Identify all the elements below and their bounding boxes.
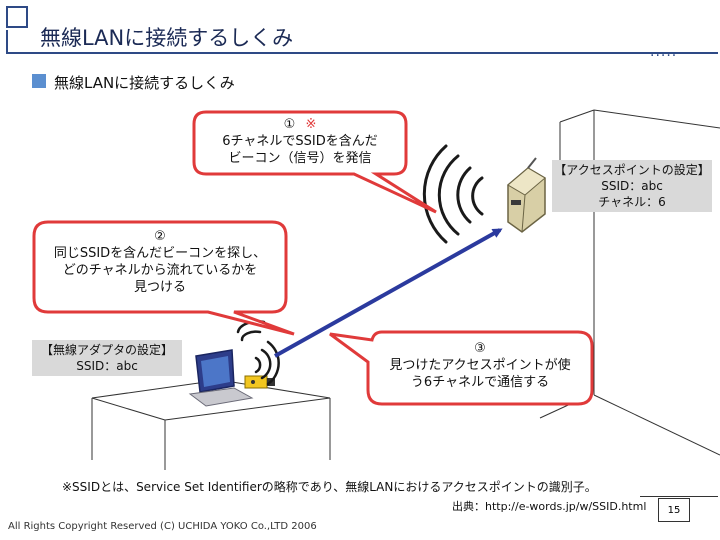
access-point-icon bbox=[507, 157, 546, 233]
ap-settings-title: 【アクセスポイントの設定】 bbox=[554, 163, 710, 177]
connection-arrow bbox=[274, 228, 503, 358]
step-1-line-1: 6チャネルでSSIDを含んだ bbox=[222, 134, 378, 149]
ap-settings-channel: チャネル：6 bbox=[598, 195, 666, 209]
corner-line-decoration bbox=[6, 30, 8, 54]
desk bbox=[91, 379, 331, 470]
laptop-icon bbox=[188, 349, 254, 407]
callout-1-text: ① ※ 6チャネルでSSIDを含んだ ビーコン（信号）を発信 bbox=[200, 116, 400, 167]
step-1-line-2: ビーコン（信号）を発信 bbox=[228, 151, 372, 166]
callout-3-text: ③ 見つけたアクセスポイントが使 う6チャネルで通信する bbox=[370, 340, 590, 391]
callout-3-bubble bbox=[329, 330, 594, 406]
footer-line bbox=[640, 496, 718, 497]
title-underline bbox=[6, 52, 718, 54]
page-number: 15 bbox=[658, 498, 690, 522]
step-2-number: ② bbox=[154, 229, 166, 244]
source-citation: 出典：http://e-words.jp/w/SSID.html bbox=[452, 500, 647, 513]
step-3-line-2: う6チャネルで通信する bbox=[410, 375, 550, 390]
ap-settings-ssid: SSID：abc bbox=[601, 179, 663, 193]
section-heading: 無線LANに接続するしくみ bbox=[54, 74, 235, 92]
step-2-line-3: 見つける bbox=[133, 280, 186, 295]
adapter-signal-waves bbox=[236, 320, 280, 386]
step-2-line-1: 同じSSIDを含んだビーコンを探し、 bbox=[53, 246, 267, 261]
access-point-signal-waves bbox=[422, 144, 484, 244]
access-point-settings-label: 【アクセスポイントの設定】 SSID：abc チャネル：6 bbox=[552, 160, 712, 212]
adapter-settings-label: 【無線アダプタの設定】 SSID：abc bbox=[32, 340, 182, 376]
callout-2-text: ② 同じSSIDを含んだビーコンを探し、 どのチャネルから流れているかを 見つけ… bbox=[36, 228, 284, 296]
copyright-notice: All Rights Copyright Reserved (C) UCHIDA… bbox=[8, 521, 317, 532]
step-2-line-2: どのチャネルから流れているかを bbox=[62, 263, 258, 278]
room-wireframe bbox=[539, 109, 720, 456]
corner-square-decoration bbox=[6, 6, 28, 28]
section-bullet-square bbox=[32, 74, 46, 88]
title-dots-decoration: ..... bbox=[650, 44, 678, 60]
adapter-settings-ssid: SSID：abc bbox=[76, 359, 138, 373]
callout-2-bubble bbox=[32, 220, 295, 336]
adapter-settings-title: 【無線アダプタの設定】 bbox=[40, 343, 173, 357]
step-1-number: ① bbox=[283, 117, 296, 132]
ssid-footnote: ※SSIDとは、Service Set Identifierの略称であり、無線L… bbox=[62, 480, 597, 494]
step-3-number: ③ bbox=[474, 341, 486, 356]
callout-1-bubble bbox=[192, 110, 437, 214]
step-3-line-1: 見つけたアクセスポイントが使 bbox=[389, 358, 571, 373]
slide-title: 無線LANに接続するしくみ bbox=[40, 26, 294, 50]
ssid-note-mark: ※ bbox=[305, 117, 317, 132]
